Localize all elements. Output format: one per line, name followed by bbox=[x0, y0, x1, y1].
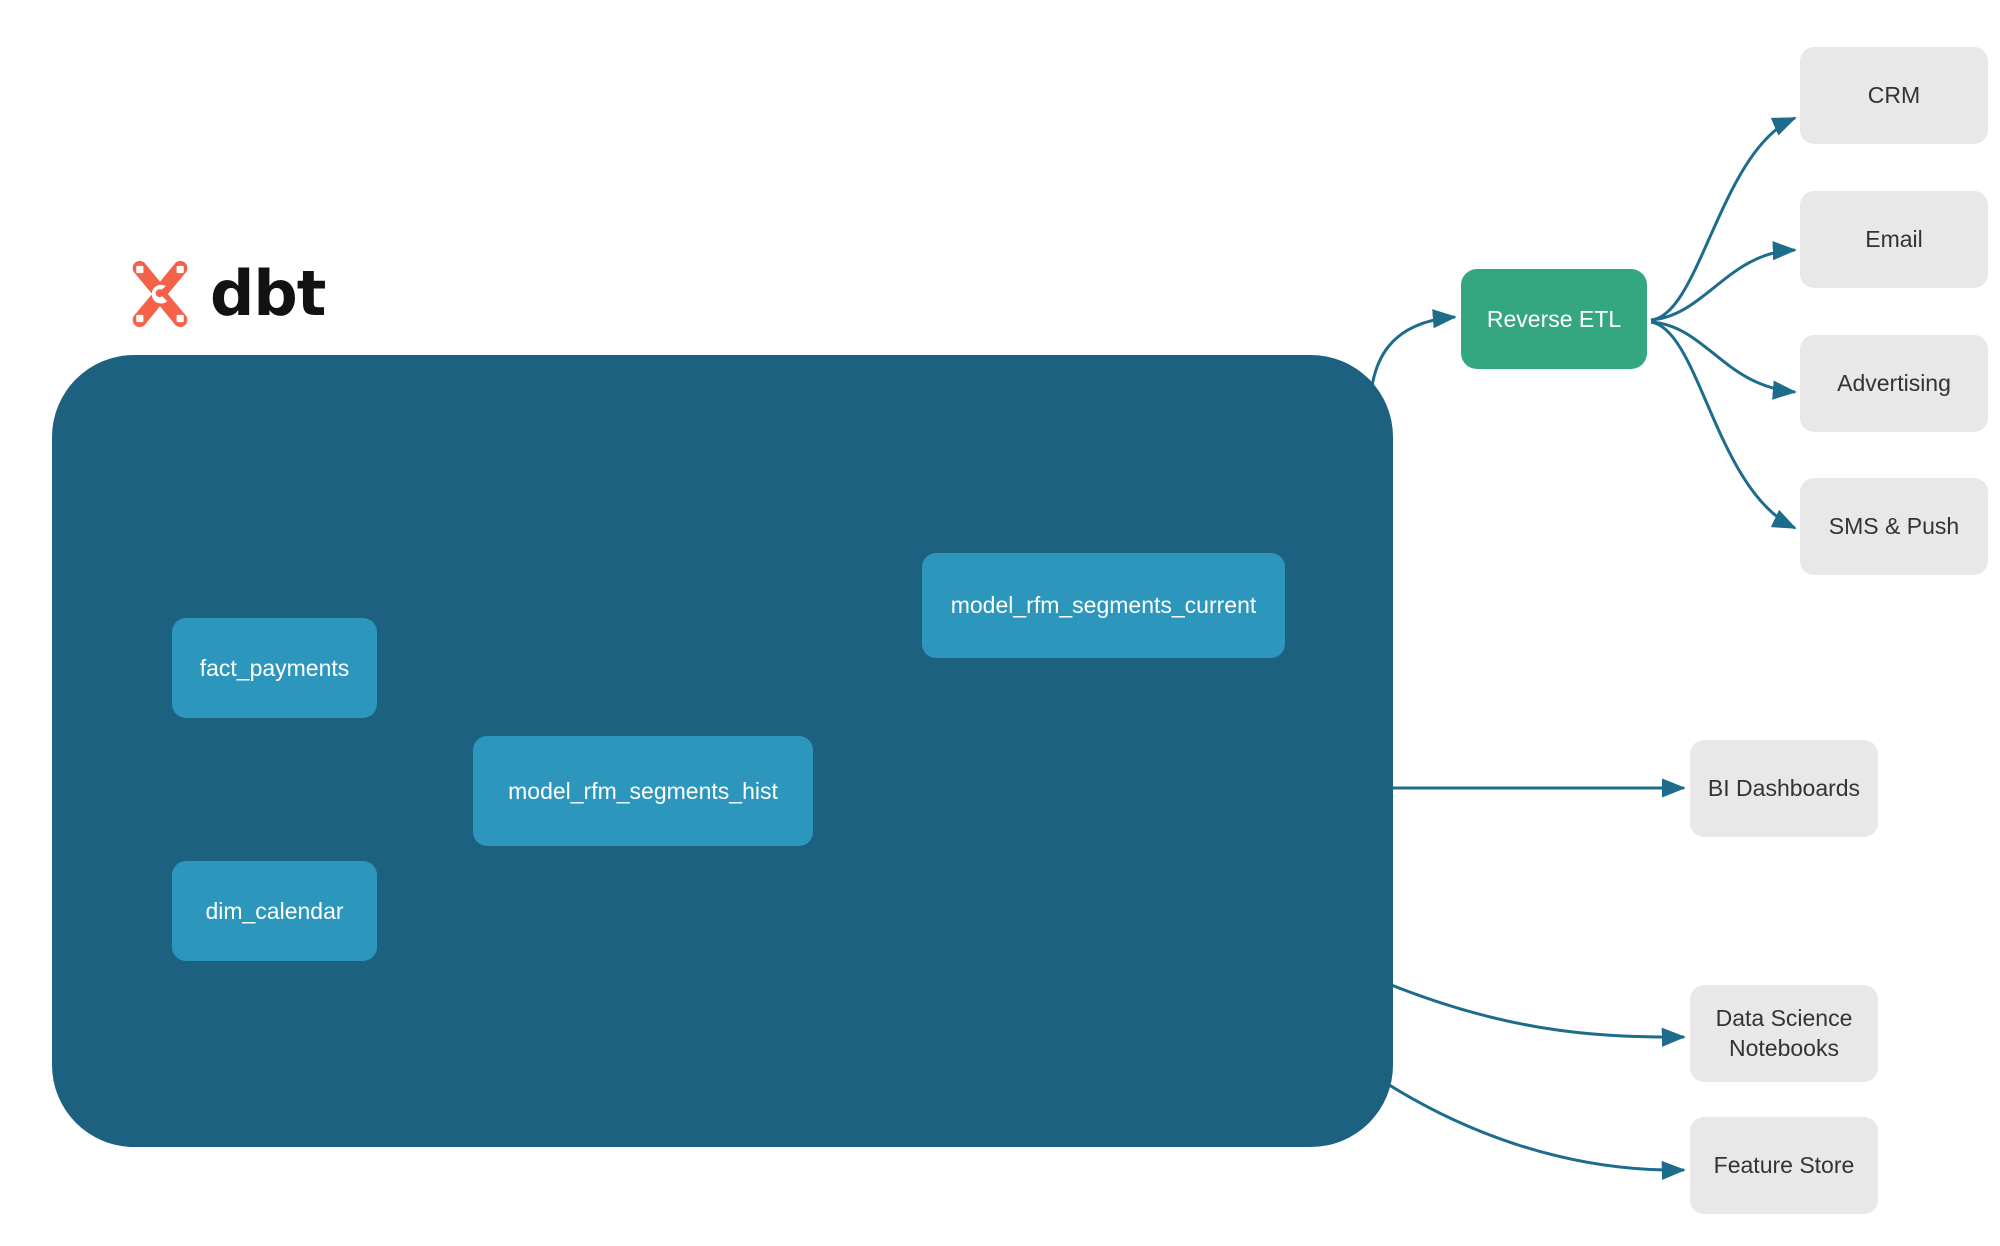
edge-reverse-etl-to-crm bbox=[1650, 116, 1797, 322]
edge-reverse-etl-to-sms-push bbox=[1650, 320, 1797, 530]
destination-label: Email bbox=[1865, 225, 1923, 252]
model-node-label: model_rfm_segments_current bbox=[950, 592, 1257, 618]
model-node-label: fact_payments bbox=[199, 654, 350, 681]
dbt-logo: dbt bbox=[124, 257, 326, 330]
model-node-fact-payments[interactable]: fact_payments bbox=[172, 618, 377, 718]
destination-node-advertising[interactable]: Advertising bbox=[1800, 335, 1988, 432]
destination-node-bi-dashboards[interactable]: BI Dashboards bbox=[1690, 740, 1878, 837]
destination-node-sms-push[interactable]: SMS & Push bbox=[1800, 478, 1988, 575]
edge-rfm-current-to-reverse-etl-outer bbox=[1368, 309, 1457, 406]
dbt-logo-icon bbox=[132, 260, 188, 328]
edge-reverse-etl-to-advertising bbox=[1650, 320, 1797, 400]
destination-label: Feature Store bbox=[1713, 1151, 1855, 1178]
destination-label: BI Dashboards bbox=[1707, 774, 1861, 801]
destination-node-data-science-notebooks[interactable]: Data Science Notebooks bbox=[1690, 985, 1878, 1082]
model-node-model-rfm-segments-hist[interactable]: model_rfm_segments_hist bbox=[473, 736, 813, 846]
model-node-label: dim_calendar bbox=[205, 897, 344, 924]
destination-label: CRM bbox=[1867, 81, 1921, 108]
destination-label: Advertising bbox=[1837, 369, 1951, 396]
destination-label: Data Science Notebooks bbox=[1715, 1005, 1853, 1061]
model-node-dim-calendar[interactable]: dim_calendar bbox=[172, 861, 377, 961]
reverse-etl-node[interactable]: Reverse ETL bbox=[1461, 269, 1647, 369]
reverse-etl-label: Reverse ETL bbox=[1486, 305, 1622, 332]
model-node-label: model_rfm_segments_hist bbox=[508, 777, 778, 804]
edge-rfm-hist-to-ds-notebooks-outer bbox=[1378, 978, 1686, 1047]
destination-label: SMS & Push bbox=[1828, 512, 1960, 539]
model-node-model-rfm-segments-current[interactable]: model_rfm_segments_current bbox=[922, 553, 1285, 658]
destination-node-email[interactable]: Email bbox=[1800, 191, 1988, 288]
destination-node-crm[interactable]: CRM bbox=[1800, 47, 1988, 144]
dbt-wordmark: dbt bbox=[210, 257, 326, 330]
edge-rfm-hist-to-feature-store-outer bbox=[1344, 1053, 1686, 1181]
destination-node-feature-store[interactable]: Feature Store bbox=[1690, 1117, 1878, 1214]
edge-reverse-etl-to-email bbox=[1650, 241, 1797, 322]
